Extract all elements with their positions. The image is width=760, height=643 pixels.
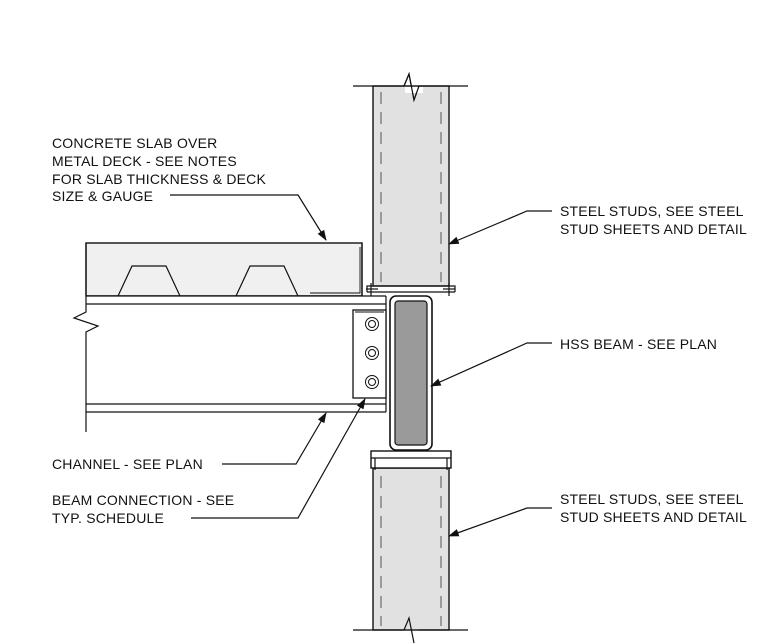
screw-icon <box>366 283 455 296</box>
note-line: FOR SLAB THICKNESS & DECK <box>52 171 266 187</box>
note-studs-upper: STEEL STUDS, SEE STEEL STUD SHEETS AND D… <box>560 203 747 237</box>
hss-beam <box>389 295 433 451</box>
channel-beam <box>72 243 387 432</box>
note-line: METAL DECK - SEE NOTES <box>52 153 237 169</box>
break-line-icon <box>72 243 100 432</box>
lower-steel-stud-wall <box>353 450 468 643</box>
note-line: STUD SHEETS AND DETAIL <box>560 221 747 237</box>
note-line: SIZE & GAUGE <box>52 188 153 204</box>
note-line: STUD SHEETS AND DETAIL <box>560 509 747 525</box>
leader-studs-lower <box>447 507 552 537</box>
note-beam-connection: BEAM CONNECTION - SEE TYP. SCHEDULE <box>52 492 234 526</box>
leader-slab <box>170 194 327 241</box>
leader-studs-upper <box>448 210 552 245</box>
note-line: CONCRETE SLAB OVER <box>52 135 217 151</box>
note-line: TYP. SCHEDULE <box>52 510 164 526</box>
leader-connection <box>191 398 366 519</box>
note-slab: CONCRETE SLAB OVER METAL DECK - SEE NOTE… <box>52 135 266 204</box>
upper-steel-stud-wall <box>353 71 468 296</box>
leader-lines <box>170 194 552 537</box>
note-line: STEEL STUDS, SEE STEEL <box>560 203 744 219</box>
bolt-icon <box>365 317 379 389</box>
note-line: BEAM CONNECTION - SEE <box>52 492 234 508</box>
note-line: STEEL STUDS, SEE STEEL <box>560 491 744 507</box>
beam-connection-plate <box>352 309 387 399</box>
note-studs-lower: STEEL STUDS, SEE STEEL STUD SHEETS AND D… <box>560 491 747 525</box>
concrete-slab-over-deck <box>85 242 363 297</box>
break-line-icon <box>353 615 415 643</box>
leader-channel <box>222 412 327 465</box>
note-channel: CHANNEL - SEE PLAN <box>52 456 203 472</box>
note-line: HSS BEAM - SEE PLAN <box>560 336 717 352</box>
note-hss-beam: HSS BEAM - SEE PLAN <box>560 336 717 352</box>
leader-hss <box>430 342 552 387</box>
note-line: CHANNEL - SEE PLAN <box>52 456 203 472</box>
